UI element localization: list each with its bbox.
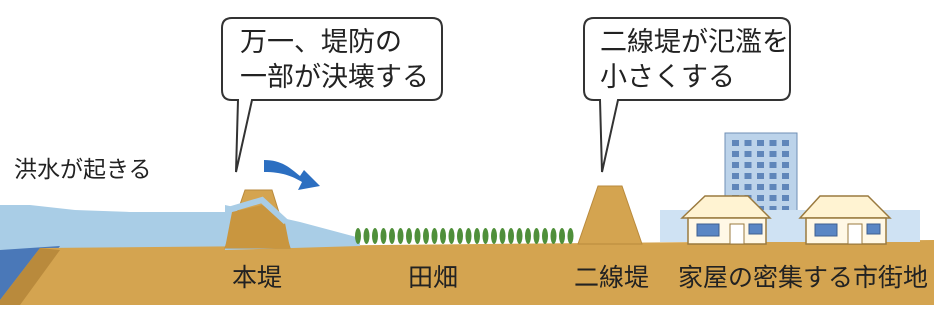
- building-window: [769, 162, 777, 168]
- crop-plant: [550, 228, 557, 244]
- crop-plant: [406, 228, 412, 244]
- crop-plant: [414, 228, 421, 244]
- building-window: [757, 184, 764, 190]
- speech-bubble-secondary-levee: [583, 17, 791, 173]
- crop-plant: [567, 228, 574, 244]
- crop-plant: [482, 228, 489, 244]
- building-window: [757, 140, 764, 146]
- crop-plant: [423, 228, 429, 244]
- building-window: [757, 151, 764, 157]
- crop-plant: [440, 228, 446, 244]
- building-window: [757, 195, 764, 201]
- building-window: [744, 140, 752, 146]
- main-levee-label: 本堤: [232, 263, 283, 292]
- bubble-text-levee-break-line2: 一部が決壊する: [240, 62, 429, 93]
- building-window: [782, 173, 789, 179]
- ground: [0, 240, 934, 305]
- ground-slope: [0, 248, 60, 305]
- building-window: [769, 195, 777, 201]
- speech-bubble-levee-break: [221, 17, 443, 173]
- building-window: [769, 151, 777, 157]
- building-window: [732, 151, 739, 157]
- bubble-text-secondary-levee-line1: 二線堤が氾濫を: [600, 27, 789, 58]
- rice-field-crops: [355, 228, 574, 244]
- town-label: 家屋の密集する市街地: [678, 263, 929, 292]
- crop-plant: [431, 228, 438, 244]
- building-window: [744, 184, 752, 190]
- building-window: [757, 173, 764, 179]
- bubble-text-levee-break-line1: 万一、堤防の: [240, 27, 402, 58]
- bubble-text-secondary-levee-line2: 小さくする: [600, 62, 735, 93]
- building-window: [782, 184, 789, 190]
- building-window: [769, 173, 777, 179]
- crop-plant: [355, 228, 361, 244]
- main-levee-breach: [225, 205, 290, 248]
- building-window: [732, 173, 739, 179]
- crop-plant: [516, 228, 523, 244]
- building-window: [769, 206, 777, 212]
- building-window: [732, 162, 739, 168]
- building-window: [782, 151, 789, 157]
- house-left: [680, 195, 772, 245]
- crop-plant: [542, 228, 548, 244]
- rice-fields-label: 田畑: [408, 263, 459, 292]
- crop-plant: [559, 228, 565, 244]
- flood-arrow-icon: [264, 160, 320, 190]
- crop-plant: [508, 228, 514, 244]
- house-right: [798, 195, 892, 245]
- building-window: [744, 173, 752, 179]
- crop-plant: [533, 228, 540, 244]
- crop-plant: [465, 228, 472, 244]
- building-window: [769, 140, 777, 146]
- building-window: [769, 184, 777, 190]
- crop-plant: [457, 228, 463, 244]
- crop-plant: [397, 228, 404, 244]
- building-window: [782, 195, 789, 201]
- crop-plant: [491, 228, 497, 244]
- building-window: [732, 184, 739, 190]
- building-window: [732, 140, 739, 146]
- crop-plant: [380, 228, 387, 244]
- crop-plant: [389, 228, 395, 244]
- building-window: [744, 151, 752, 157]
- building-window: [757, 162, 764, 168]
- secondary-levee: [577, 185, 643, 245]
- building-window: [744, 162, 752, 168]
- flood-label: 洪水が起きる: [14, 157, 152, 183]
- crop-plant: [499, 228, 506, 244]
- building-window: [782, 206, 789, 212]
- crop-plant: [525, 228, 531, 244]
- breach-water: [227, 196, 289, 225]
- building-window: [782, 162, 789, 168]
- crop-plant: [363, 228, 370, 244]
- crop-plant: [372, 228, 378, 244]
- crop-plant: [474, 228, 480, 244]
- building-window: [782, 140, 789, 146]
- crop-plant: [448, 228, 455, 244]
- secondary-levee-label: 二線堤: [574, 263, 650, 292]
